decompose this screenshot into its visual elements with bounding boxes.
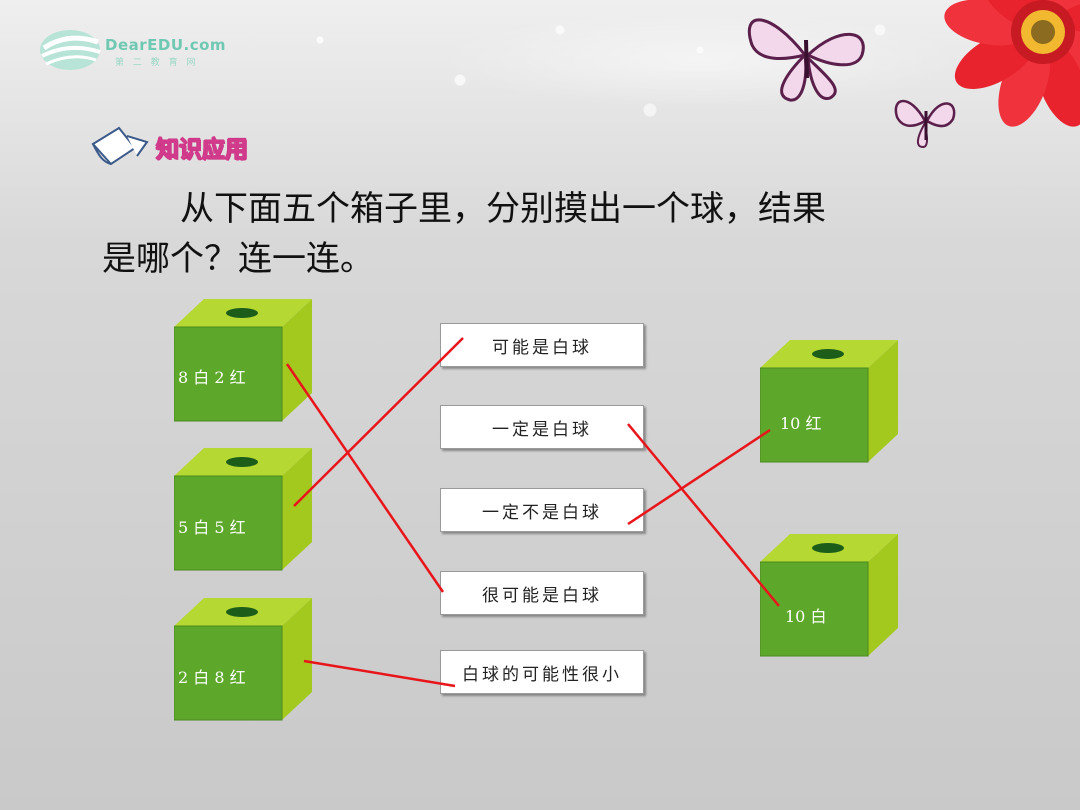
line-8w2r-to-likely (285, 363, 445, 593)
question-text: 从下面五个箱子里，分别摸出一个球，结果 是哪个？连一连。 (102, 184, 1002, 284)
box-label: 8 白 2 红 (178, 368, 246, 387)
butterfly-icon (747, 18, 865, 102)
option-certainly-not-white[interactable]: 一定不是白球 (440, 488, 644, 532)
box-label: 5 白 5 红 (178, 518, 246, 537)
dearedu-logo (38, 18, 238, 88)
box-5white-5red[interactable] (174, 446, 314, 576)
red-flower-icon (944, 0, 1080, 127)
box-10white[interactable] (760, 532, 900, 662)
logo-subtext: 第 二 教 育 网 (115, 58, 199, 68)
line-not-to-10r (627, 428, 771, 526)
option-unlikely-white[interactable]: 白球的可能性很小 (440, 650, 644, 694)
option-certain-white[interactable]: 一定是白球 (440, 405, 644, 449)
background-speckle (0, 0, 1080, 190)
box-label: 10 红 (780, 414, 822, 433)
option-possible-white[interactable]: 可能是白球 (440, 323, 644, 367)
question-line-2: 是哪个？连一连。 (102, 239, 374, 279)
small-butterfly-icon (894, 99, 956, 149)
logo-swirl-icon (40, 30, 101, 70)
line-certain-to-10w (627, 423, 780, 607)
box-10red[interactable] (760, 338, 900, 468)
box-2white-8red[interactable] (174, 596, 314, 726)
box-label: 10 白 (785, 607, 827, 626)
line-5w5r-to-possible (293, 337, 464, 507)
option-likely-white[interactable]: 很可能是白球 (440, 571, 644, 615)
question-line-1: 从下面五个箱子里，分别摸出一个球，结果 (180, 189, 826, 229)
section-title: 知识应用 (156, 137, 249, 164)
logo-text: DearEDU.com (105, 36, 227, 54)
box-label: 2 白 8 红 (178, 668, 246, 687)
line-2w8r-to-unlikely (303, 659, 456, 688)
paper-scroll-icon (91, 126, 149, 166)
